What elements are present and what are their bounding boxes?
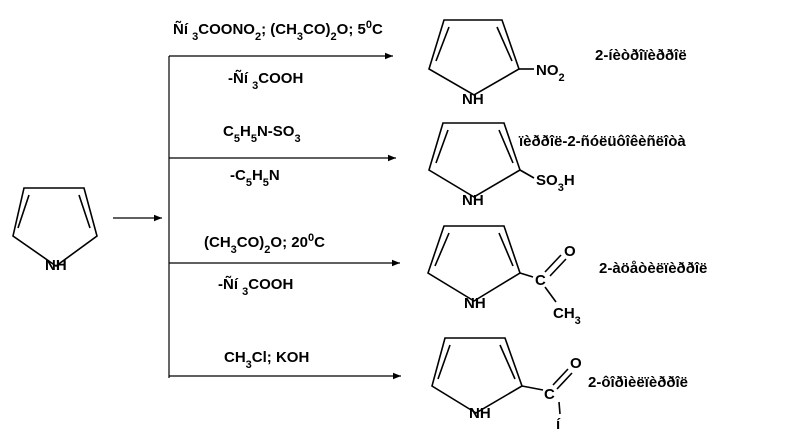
product-name-2-acetylpyrrole: 2-àöåòèëïèððîë — [599, 260, 707, 277]
formyl-carbon: C — [544, 386, 555, 403]
formyl-oxygen: O — [570, 355, 582, 372]
acetyl-oxygen: O — [564, 243, 576, 260]
pyrrole-nh-label: NH — [45, 257, 67, 274]
reaction-formylation: CH3Cl; KOH NH O C í 2-ôîðìèëïèððîë — [169, 337, 688, 433]
product-name-2-formylpyrrole: 2-ôîðìèëïèððîë — [588, 374, 688, 391]
acetyl-carbon: C — [535, 272, 546, 289]
2-nitropyrrole-structure: NH NO2 — [428, 19, 565, 108]
acetylpyrrole-nh: NH — [464, 295, 486, 312]
formylation-reagents: CH3Cl; KOH — [224, 349, 309, 371]
sulfonation-reagent: C5H5N-SO3 — [223, 123, 301, 145]
acetyl-methyl: CH3 — [553, 305, 581, 327]
product-name-2-nitropyrrole: 2-íèòðîïèððîë — [595, 47, 687, 64]
nitration-byproduct: -Ñí 3COOH — [228, 69, 303, 92]
nitropyrrole-nh: NH — [462, 91, 484, 108]
formylpyrrole-nh: NH — [469, 405, 491, 422]
pyrrole-2-sulfonic-acid-structure: NH SO3H — [428, 122, 575, 209]
nitro-group: NO2 — [536, 62, 565, 84]
sulfonic-pyrrole-nh: NH — [462, 192, 484, 209]
formyl-hydrogen: í — [556, 416, 561, 433]
product-name-pyrrole-2-sulfonic-acid: ïèððîë-2-ñóëüôîêèñëîòà — [518, 133, 686, 150]
acetylation-reagents: (CH3CO)2O; 200C — [204, 232, 325, 256]
2-acetylpyrrole-structure: NH O C CH3 — [427, 225, 581, 327]
2-formylpyrrole-structure: NH O C í — [431, 337, 582, 433]
sulfo-group: SO3H — [536, 172, 575, 194]
nitration-reagents: Ñí 3COONO2; (CH3CO)2O; 50C — [173, 19, 383, 43]
pyrrole-starting-material: NH — [12, 187, 98, 274]
reaction-acetylation: (CH3CO)2O; 200C -Ñí 3COOH NH O C CH3 2-à… — [169, 225, 707, 327]
acetylation-byproduct: -Ñí 3COOH — [218, 275, 293, 298]
reaction-nitration: Ñí 3COONO2; (CH3CO)2O; 50C -Ñí 3COOH NH … — [169, 19, 687, 108]
sulfonation-byproduct: -C5H5N — [230, 167, 280, 189]
reaction-sulfonation: C5H5N-SO3 -C5H5N NH SO3H ïèððîë-2-ñóëüôî… — [169, 122, 686, 209]
